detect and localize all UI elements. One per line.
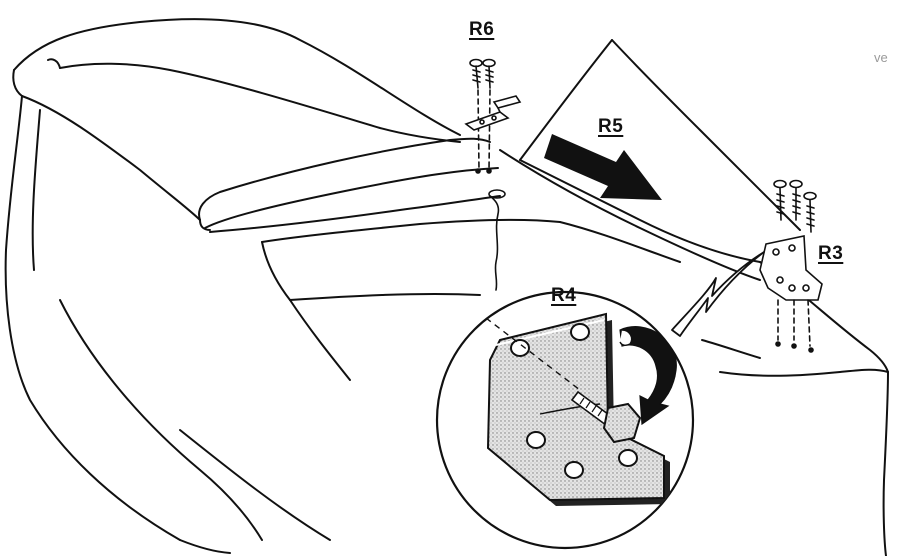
r4-detail-circle — [435, 290, 695, 550]
r6-screw-left — [469, 58, 483, 89]
label-r5: R5 — [598, 116, 624, 137]
r6-hinge-hardware — [464, 58, 522, 174]
r3-screw-1 — [773, 179, 787, 221]
stray-text: ve — [874, 50, 888, 65]
r3-bracket-hardware — [759, 179, 823, 353]
callout-leader — [671, 251, 765, 337]
label-r4: R4 — [551, 285, 577, 306]
label-r3: R3 — [818, 243, 844, 264]
r3-screw-3 — [803, 191, 817, 233]
r6-screw-right — [482, 58, 496, 89]
r3-screw-2 — [789, 179, 803, 221]
seat-body — [4, 18, 889, 556]
center-wire — [488, 189, 506, 291]
r5-direction-arrow — [544, 134, 662, 200]
r4-hex-nut — [602, 402, 642, 444]
label-r6: R6 — [469, 19, 495, 40]
